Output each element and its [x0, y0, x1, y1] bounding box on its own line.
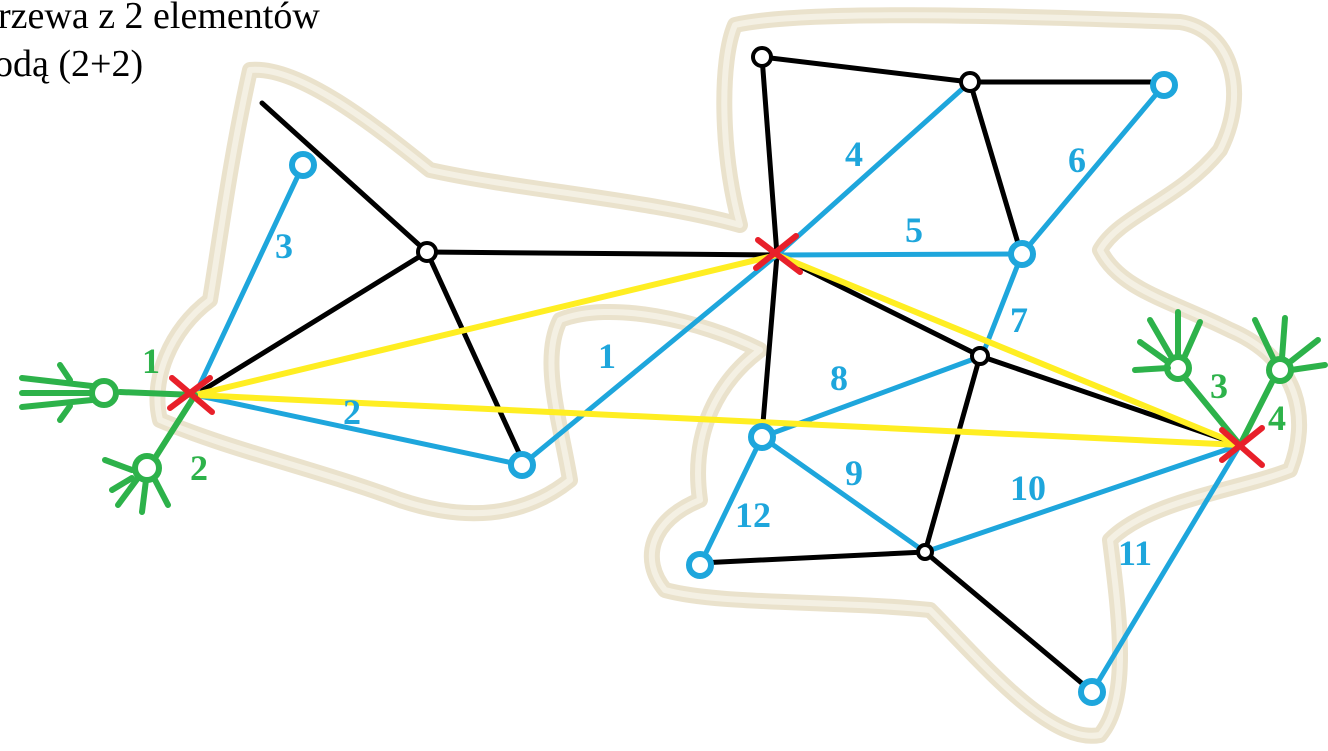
region-outline-left-inner	[154, 12, 1303, 739]
blue-edge-5	[774, 251, 1025, 258]
green-stem	[152, 392, 198, 461]
blue-labels: 1 2 3 4 5 6 7 8 9 10 11 12	[275, 134, 1152, 573]
green-label-3: 3	[1210, 366, 1228, 406]
title-line-2: odą (2+2)	[0, 43, 143, 85]
yellow-edge	[192, 252, 780, 398]
green-branch	[19, 375, 95, 389]
graph-node	[751, 46, 773, 68]
green-branch	[1147, 317, 1175, 361]
green-branch	[102, 457, 135, 473]
blue-edge-6	[1019, 82, 1167, 257]
blue-node	[1150, 71, 1178, 99]
green-branch	[1287, 337, 1321, 365]
black-nodes	[416, 46, 990, 561]
graph-node	[416, 241, 438, 263]
blue-edge-4	[774, 79, 973, 258]
edge-label-9: 9	[845, 453, 863, 493]
green-branch	[109, 475, 135, 493]
green-stem	[1237, 379, 1275, 448]
blue-node	[686, 551, 714, 579]
blue-edge-2	[192, 392, 525, 468]
title-line-1: rzewa z 2 elementów	[0, 0, 320, 37]
blue-edge-11	[1089, 442, 1243, 695]
green-branch	[1279, 315, 1288, 361]
green-node	[89, 378, 119, 408]
black-edge	[424, 249, 523, 458]
green-label-4: 4	[1268, 398, 1286, 438]
edge-label-10: 10	[1010, 468, 1046, 508]
red-cross-marker	[753, 233, 803, 275]
green-branch	[1288, 362, 1328, 373]
edge-label-1: 1	[598, 336, 616, 376]
red-cross-marker	[1219, 425, 1265, 468]
edge-label-3: 3	[275, 226, 293, 266]
green-branch	[1137, 339, 1171, 365]
black-edge	[967, 79, 1023, 253]
edge-label-12: 12	[735, 495, 771, 535]
black-edge	[259, 100, 430, 255]
blue-node	[289, 151, 317, 179]
green-branch	[19, 397, 95, 410]
blue-edge-3	[192, 162, 306, 398]
black-edge	[697, 549, 928, 566]
black-edge	[759, 252, 780, 438]
blue-edge-9	[759, 434, 928, 555]
blue-edge-12	[697, 434, 765, 568]
black-edge	[424, 249, 780, 258]
yellow-edge	[774, 252, 1243, 448]
green-branch	[1181, 319, 1203, 361]
blue-node	[748, 423, 776, 451]
black-edge	[922, 353, 983, 555]
green-branch	[1132, 365, 1171, 373]
green-components	[19, 309, 1328, 515]
edge-label-4: 4	[845, 134, 863, 174]
edge-label-2: 2	[343, 392, 361, 432]
green-label-2: 2	[190, 448, 208, 488]
red-markers	[167, 233, 1265, 468]
green-branch	[151, 475, 171, 508]
graph-node	[959, 71, 981, 93]
yellow-edge	[192, 392, 1243, 448]
blue-node	[508, 451, 536, 479]
graph-node	[970, 346, 990, 366]
blue-node	[1078, 678, 1106, 706]
black-edge	[922, 549, 1093, 693]
graph-node	[916, 543, 934, 561]
yellow-edges	[192, 252, 1243, 448]
edge-label-5: 5	[905, 210, 923, 250]
green-labels: 1 2 3 4	[142, 341, 1286, 488]
blue-edge-10	[922, 442, 1243, 555]
green-label-1: 1	[142, 341, 160, 381]
blue-edge-1	[519, 252, 780, 468]
black-edge	[759, 54, 780, 258]
red-cross-marker	[167, 375, 215, 415]
black-edge	[192, 249, 430, 398]
green-branch	[115, 475, 141, 508]
blue-nodes	[289, 71, 1178, 706]
black-edge	[759, 54, 973, 85]
green-branch	[1252, 317, 1277, 363]
edge-label-7: 7	[1010, 300, 1028, 340]
edge-label-6: 6	[1068, 140, 1086, 180]
region-outlines	[149, 7, 1308, 744]
green-stem	[117, 389, 198, 398]
green-branch	[57, 362, 73, 383]
edge-label-8: 8	[830, 358, 848, 398]
green-branch	[57, 403, 73, 423]
edge-label-11: 11	[1118, 533, 1152, 573]
green-branch	[139, 477, 149, 515]
blue-node	[1008, 240, 1036, 268]
